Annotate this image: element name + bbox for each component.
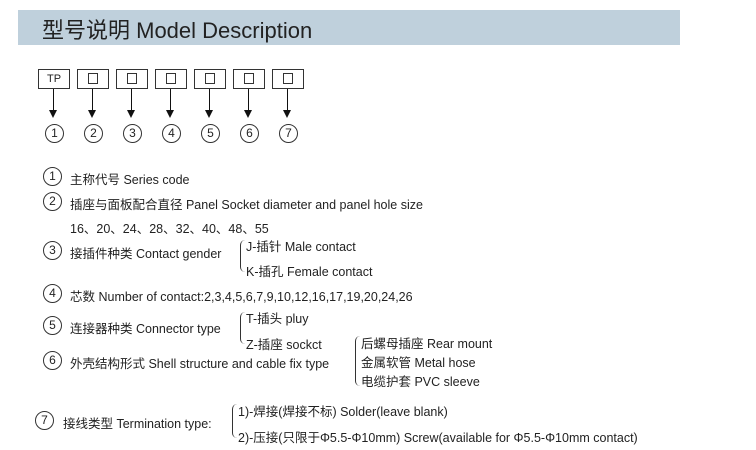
marker-5: 5 [201,124,220,143]
arrow-icon [283,89,291,118]
diameter-label: 插座与面板配合直径 Panel Socket diameter and pane… [70,198,423,212]
connector-label: 连接器种类 Connector type [70,322,221,336]
marker-7: 7 [279,124,298,143]
marker-4: 4 [43,284,62,303]
gender-label: 接插件种类 Contact gender [70,247,222,261]
code-box-4 [155,69,187,89]
marker-1: 1 [43,167,62,186]
arrow-icon [166,89,174,118]
marker-7: 7 [35,411,54,430]
shell-option: 后螺母插座 Rear mount [361,337,493,351]
marker-1: 1 [45,124,64,143]
code-box-5 [194,69,226,89]
brace [355,336,360,386]
diameter-values: 16、20、24、28、32、40、48、55 [70,222,269,236]
shell-label: 外壳结构形式 Shell structure and cable fix typ… [70,357,330,371]
code-box-3 [116,69,148,89]
series-code: 主称代号 Series code [70,173,190,187]
page-title: 型号说明 Model Description [42,18,313,43]
code-box-2 [77,69,109,89]
termination-option: 2)-压接(只限于Φ5.5-Φ10mm) Screw(available for… [238,431,638,445]
code-box-6 [233,69,265,89]
code-box-1: TP [38,69,70,89]
marker-3: 3 [43,241,62,260]
arrow-icon [49,89,57,118]
marker-3: 3 [123,124,142,143]
marker-6: 6 [43,351,62,370]
arrow-icon [127,89,135,118]
brace [240,240,245,272]
marker-2: 2 [43,192,62,211]
gender-option: J-插针 Male contact [246,240,356,254]
brace [240,312,245,344]
arrow-icon [205,89,213,118]
gender-option: K-插孔 Female contact [246,265,373,279]
contacts-label: 芯数 Number of contact:2,3,4,5,6,7,9,10,12… [70,290,413,304]
termination-option: 1)-焊接(焊接不标) Solder(leave blank) [238,405,448,419]
arrow-icon [88,89,96,118]
termination-label: 接线类型 Termination type: [63,417,212,431]
connector-option: T-插头 pluy [246,312,309,326]
header-band: 型号说明 Model Description [18,10,680,45]
brace [232,404,237,438]
shell-option: 金属软管 Metal hose [361,356,476,370]
marker-4: 4 [162,124,181,143]
connector-option: Z-插座 sockct [246,338,322,352]
marker-6: 6 [240,124,259,143]
code-box-7 [272,69,304,89]
shell-option: 电缆护套 PVC sleeve [361,375,480,389]
marker-5: 5 [43,316,62,335]
arrow-icon [244,89,252,118]
marker-2: 2 [84,124,103,143]
